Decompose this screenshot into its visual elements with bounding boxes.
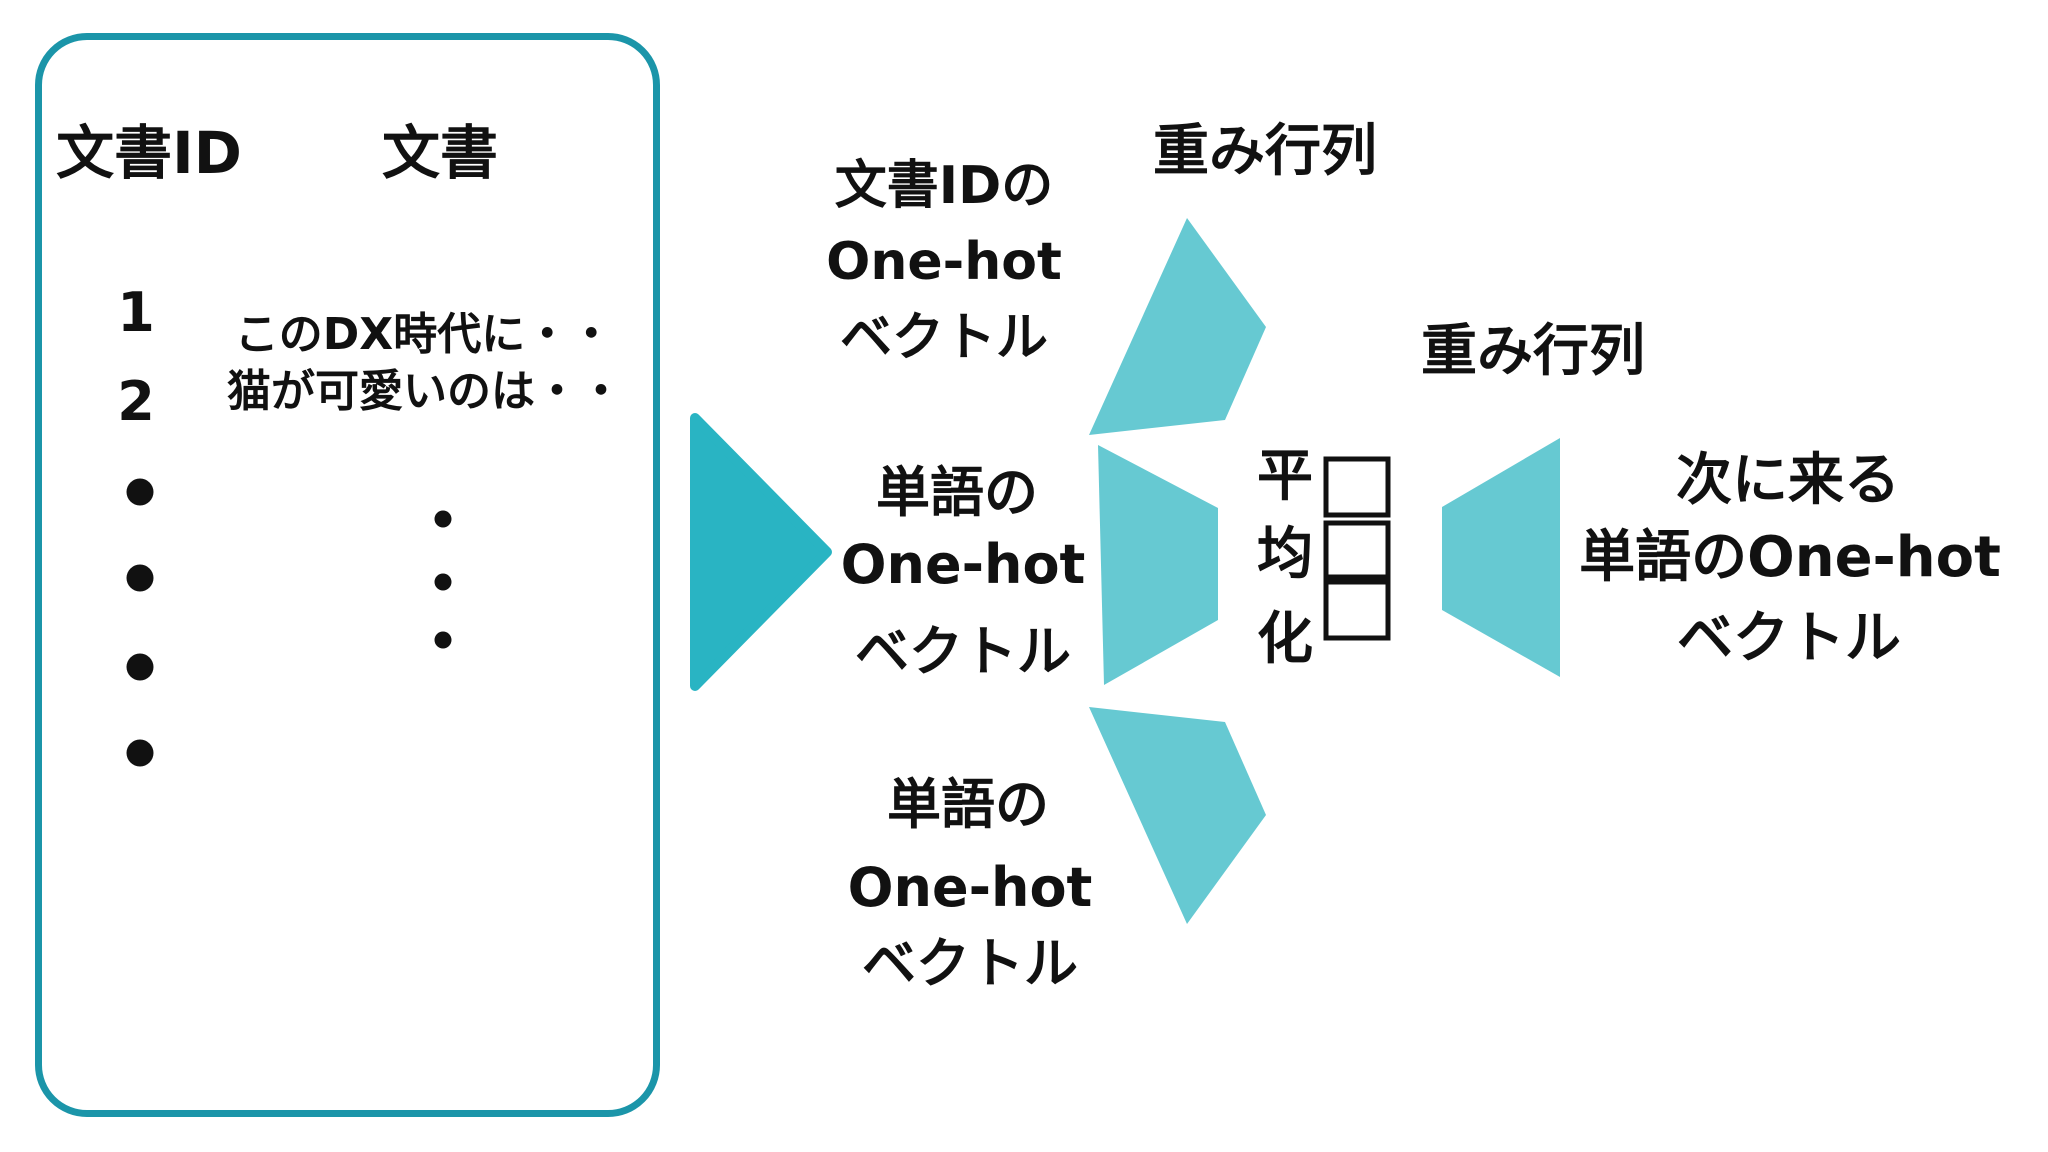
label-word-onehot-mid-line1: 単語の	[876, 461, 1038, 524]
label-next-word-line2: 単語のOne-hot	[1579, 525, 2001, 590]
weight-matrix-trapezoid-top	[1089, 218, 1266, 435]
weight-matrix-trapezoid-output	[1442, 438, 1560, 677]
label-word-onehot-bottom-line3: ベクトル	[862, 932, 1078, 995]
weight-matrix-trapezoid-middle	[1098, 445, 1218, 685]
label-averaging-char1: 平	[1257, 444, 1313, 509]
label-averaging-char2: 均	[1257, 522, 1313, 587]
label-word-onehot-mid-line2: One-hot	[840, 533, 1086, 596]
ellipsis-dot	[126, 478, 154, 506]
hidden-layer-cell	[1323, 520, 1391, 580]
ellipsis-dot	[126, 564, 154, 592]
hidden-layer-cell	[1323, 579, 1391, 641]
label-weight-matrix-right: 重み行列	[1421, 319, 1645, 384]
label-docid-onehot-line3: ベクトル	[839, 308, 1049, 368]
label-next-word-line3: ベクトル	[1677, 606, 1901, 671]
label-word-onehot-bottom-line2: One-hot	[847, 856, 1093, 919]
weight-matrix-trapezoid-bottom	[1089, 707, 1266, 924]
ellipsis-dot	[434, 573, 452, 591]
hidden-layer-cell	[1323, 456, 1391, 518]
doc-text-cell: このDX時代に・・	[234, 309, 614, 360]
doc-text-cell: 猫が可愛いのは・・	[227, 366, 623, 417]
ellipsis-dot	[126, 653, 154, 681]
ellipsis-dot	[434, 510, 452, 528]
ellipsis-dot	[126, 739, 154, 767]
document-table-panel	[35, 33, 660, 1117]
doc-id-cell: 1	[117, 281, 155, 344]
input-arrow	[690, 413, 832, 691]
label-docid-onehot-line2: One-hot	[826, 232, 1062, 292]
column-header-doc-id: 文書ID	[56, 119, 242, 187]
label-word-onehot-mid-line3: ベクトル	[855, 620, 1071, 683]
label-next-word-line1: 次に来る	[1676, 448, 1900, 513]
column-header-doc: 文書	[381, 119, 499, 187]
ellipsis-dot	[434, 631, 452, 649]
label-docid-onehot-line1: 文書IDの	[834, 156, 1054, 216]
label-word-onehot-bottom-line1: 単語の	[887, 773, 1049, 836]
label-weight-matrix-top: 重み行列	[1153, 119, 1377, 184]
label-averaging-char3: 化	[1257, 607, 1313, 672]
doc-id-cell: 2	[117, 370, 155, 433]
